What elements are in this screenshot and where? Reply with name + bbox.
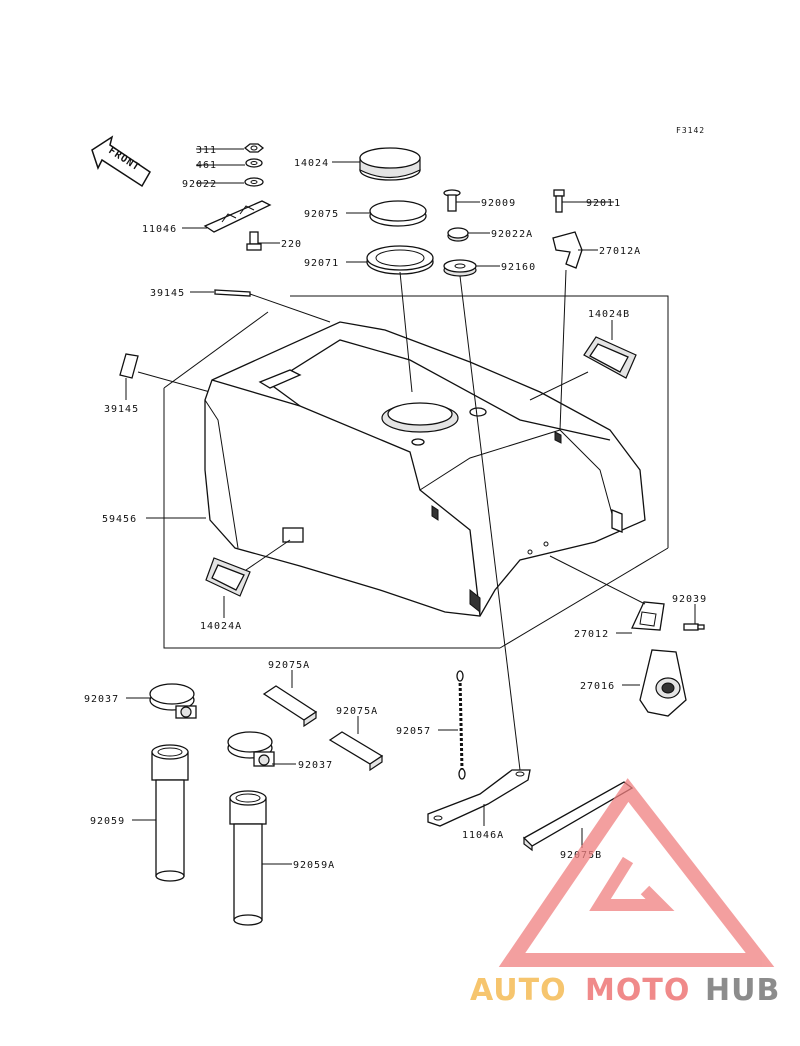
washer-92022a [447, 227, 469, 242]
nut-311 [243, 143, 265, 153]
clamp-92037-2 [227, 731, 275, 767]
label-92059a: 92059A [293, 860, 335, 871]
label-92037-1: 92037 [84, 694, 119, 705]
label-92160: 92160 [501, 262, 536, 273]
gasket-14024a [205, 557, 251, 597]
label-39145-side: 39145 [104, 404, 139, 415]
front-arrow-icon: FRONT [91, 135, 151, 188]
lock-27012 [631, 601, 665, 631]
watermark-moto: MOTO [585, 973, 690, 1008]
label-39145-top: 39145 [150, 288, 185, 299]
label-14024: 14024 [294, 158, 329, 169]
label-27016: 27016 [580, 681, 615, 692]
strip-39145-side [119, 353, 139, 379]
pad-92075a-2 [328, 731, 384, 772]
washer-92022 [244, 177, 264, 187]
label-92009: 92009 [481, 198, 516, 209]
label-92075a-2: 92075A [336, 706, 378, 717]
bolt-220 [246, 231, 262, 251]
bolt-92011 [553, 189, 565, 213]
bracket-11046a [427, 769, 531, 827]
screw-92009 [443, 189, 461, 212]
gasket-14024b [583, 336, 637, 379]
label-14024b: 14024B [588, 309, 630, 320]
chain-92057 [456, 670, 466, 780]
ring-92071 [366, 245, 434, 275]
label-11046a: 11046A [462, 830, 504, 841]
watermark-hub: HUB [705, 973, 780, 1008]
tank-body-59456 [204, 321, 646, 617]
label-92037-2: 92037 [298, 760, 333, 771]
label-27012: 27012 [574, 629, 609, 640]
label-92039: 92039 [672, 594, 707, 605]
label-92022a: 92022A [491, 229, 533, 240]
label-27012a: 27012A [599, 246, 641, 257]
pad-92075a-1 [262, 685, 318, 728]
hose-92059a [229, 790, 267, 926]
hose-92059 [151, 744, 189, 882]
label-14024a: 14024A [200, 621, 242, 632]
label-92057: 92057 [396, 726, 431, 737]
clamp-92037-1 [149, 683, 197, 719]
label-92075a-1: 92075A [268, 660, 310, 671]
seal-92075 [369, 200, 427, 227]
label-220: 220 [281, 239, 302, 250]
label-11046: 11046 [142, 224, 177, 235]
cap-14024 [359, 147, 421, 181]
watermark-auto: AUTO [470, 973, 567, 1008]
strip-39145-top [214, 289, 251, 297]
label-311: 311 [196, 145, 217, 156]
watermark-logo [498, 778, 775, 967]
label-92022: 92022 [182, 179, 217, 190]
bracket-11046 [203, 200, 272, 233]
grommet-92160 [443, 259, 477, 277]
label-59456: 59456 [102, 514, 137, 525]
label-92071: 92071 [304, 258, 339, 269]
label-92011: 92011 [586, 198, 621, 209]
latch-27016 [639, 649, 687, 717]
lock-washer-461 [245, 158, 263, 168]
bracket-27012a [552, 231, 583, 269]
label-92075: 92075 [304, 209, 339, 220]
figure-code: F3142 [676, 126, 705, 135]
label-461: 461 [196, 160, 217, 171]
pin-92039 [683, 623, 705, 631]
label-92059: 92059 [90, 816, 125, 827]
